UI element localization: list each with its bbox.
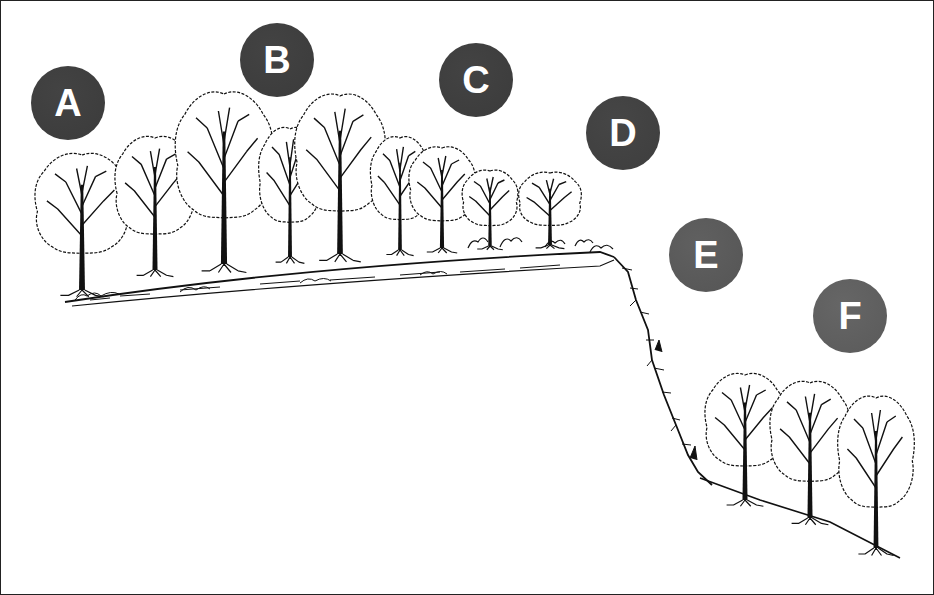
callout-circle: F: [813, 279, 887, 353]
callout-letter: F: [838, 297, 861, 335]
callout-letter: D: [609, 114, 636, 152]
callout-circle: D: [586, 96, 660, 170]
callout-circle: E: [669, 218, 743, 292]
callout-circle: B: [240, 23, 314, 97]
callout-letter: A: [54, 84, 81, 122]
callout-circle: C: [439, 43, 513, 117]
callout-circle: A: [31, 66, 105, 140]
callout-letter: C: [462, 61, 489, 99]
callout-letter: E: [693, 236, 718, 274]
callout-letter: B: [263, 41, 290, 79]
